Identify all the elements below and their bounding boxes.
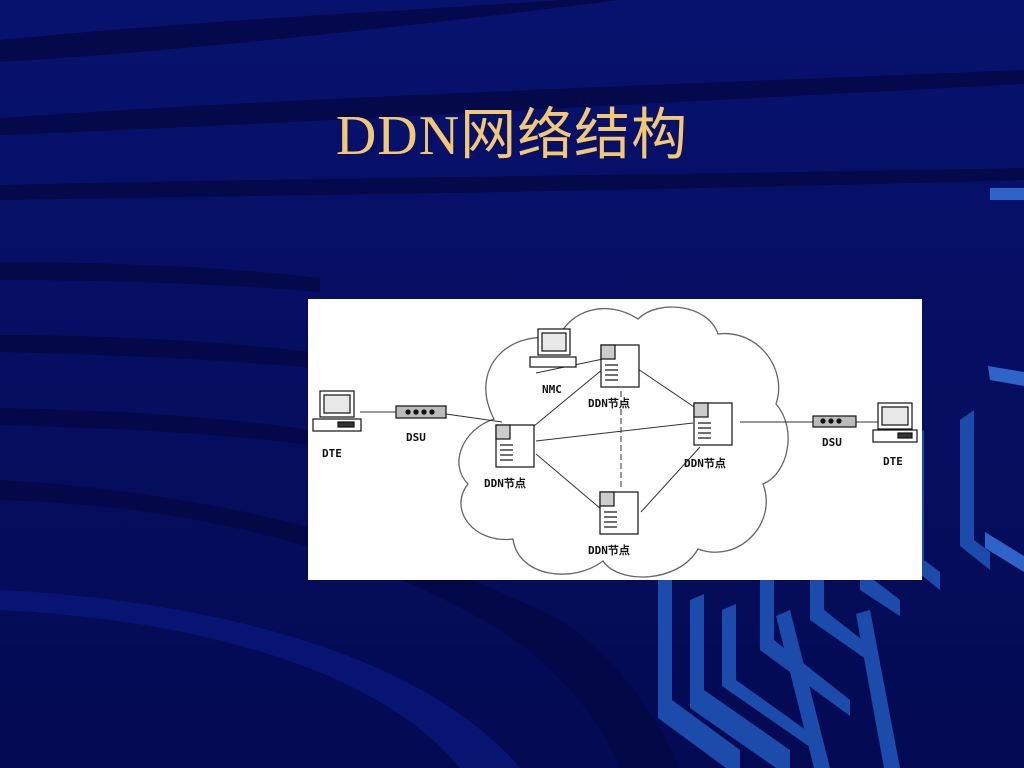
slide-title: DDN网络结构 [335, 105, 689, 167]
ddn-node-right-label: DDN节点 [684, 456, 726, 470]
ddn-node-left-label: DDN节点 [484, 476, 526, 490]
ddn-node-top-label: DDN节点 [588, 396, 630, 410]
ddn-node-left-server-icon [495, 424, 535, 468]
left-dsu-label: DSU [406, 431, 426, 444]
left-dte-label: DTE [322, 447, 342, 460]
right-dte-computer-icon [872, 402, 918, 443]
right-dsu-label: DSU [822, 436, 842, 449]
ddn-network-diagram: DTE DSU NMC DDN节点 [308, 299, 922, 580]
network-cloud [458, 306, 789, 578]
ddn-node-top-server-icon [600, 344, 640, 388]
right-dsu-modem-icon [812, 415, 857, 428]
ddn-node-bottom-server-icon [599, 491, 639, 535]
right-dte-label: DTE [883, 455, 903, 468]
nmc-label: NMC [542, 383, 562, 396]
left-dte-computer-icon [312, 390, 362, 432]
network-diagram-svg: DTE DSU NMC DDN节点 [312, 306, 918, 578]
left-dsu-modem-icon [395, 405, 447, 419]
ddn-node-bottom-label: DDN节点 [588, 543, 630, 557]
nmc-computer-icon [529, 328, 577, 368]
network-links [360, 358, 878, 513]
ddn-node-right-server-icon [693, 402, 733, 446]
